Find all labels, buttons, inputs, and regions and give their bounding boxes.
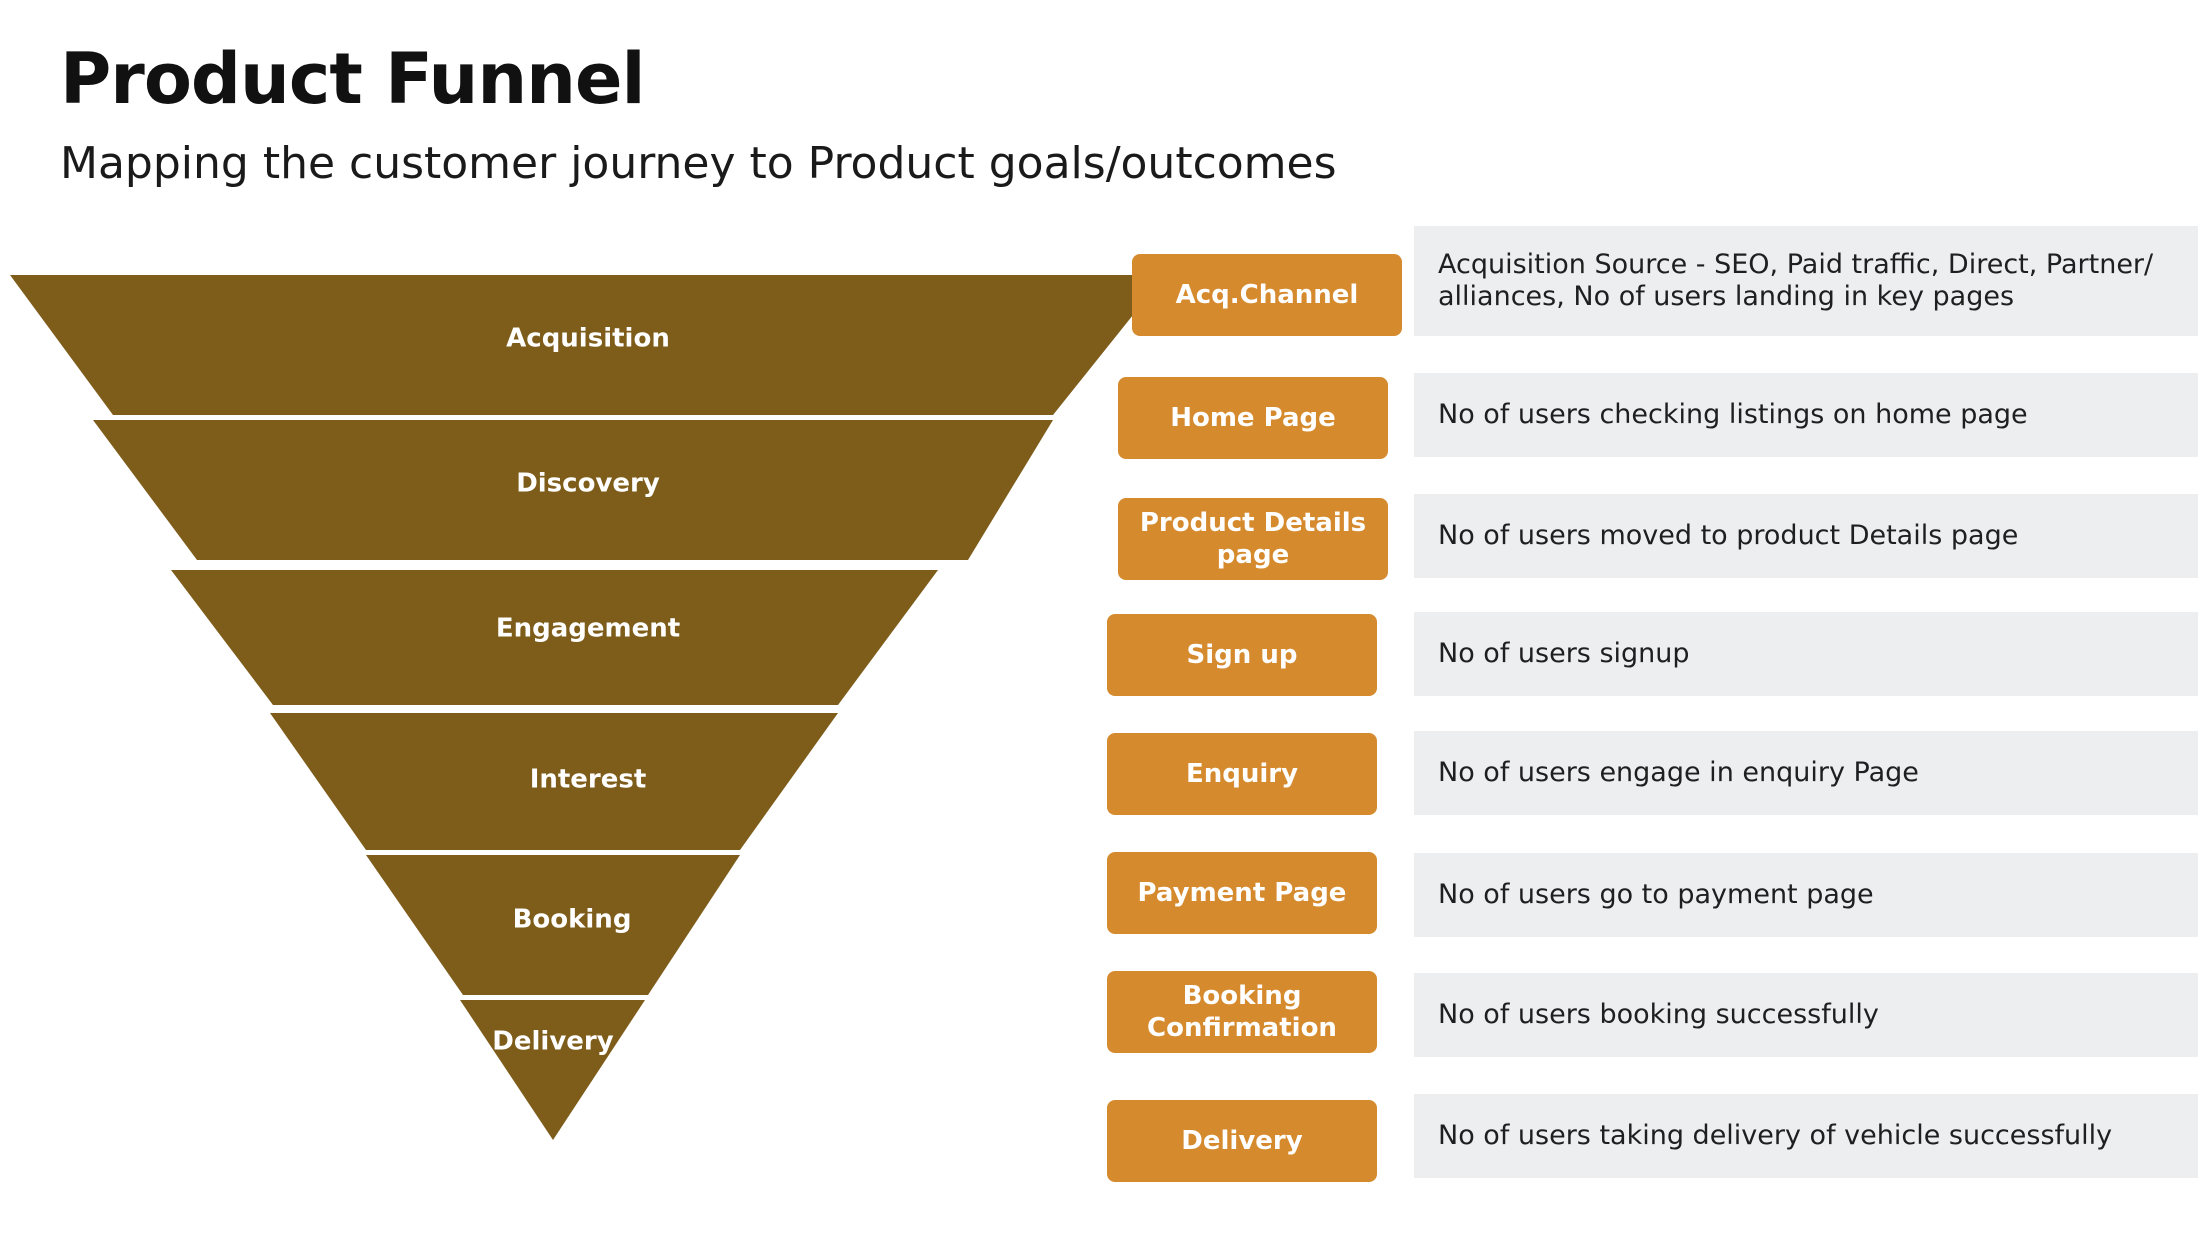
funnel-stage-interest-label: Interest	[530, 765, 647, 795]
metric-description-acq-channel: Acquisition Source - SEO, Paid traffic, …	[1414, 226, 2198, 336]
funnel-stage-delivery-label: Delivery	[492, 1027, 613, 1057]
funnel-stage-booking	[366, 855, 740, 995]
funnel-stage-discovery	[93, 420, 1053, 560]
funnel-stage-discovery-label: Discovery	[516, 469, 660, 499]
page-subtitle: Mapping the customer journey to Product …	[60, 138, 1337, 189]
funnel-stage-booking-label: Booking	[513, 905, 632, 935]
metric-description-payment-page: No of users go to payment page	[1414, 853, 2198, 937]
funnel-stage-delivery	[460, 1000, 645, 1140]
metric-tag-enquiry: Enquiry	[1107, 733, 1377, 815]
metric-description-delivery: No of users taking delivery of vehicle s…	[1414, 1094, 2198, 1178]
metric-description-enquiry: No of users engage in enquiry Page	[1414, 731, 2198, 815]
metric-tag-sign-up: Sign up	[1107, 614, 1377, 696]
metric-description-product-details: No of users moved to product Details pag…	[1414, 494, 2198, 578]
page-title: Product Funnel	[60, 38, 645, 120]
metric-tag-payment-page: Payment Page	[1107, 852, 1377, 934]
funnel-stage-engagement-label: Engagement	[496, 614, 680, 644]
funnel-stage-acquisition-label: Acquisition	[506, 324, 670, 354]
funnel-stage-acquisition	[10, 275, 1165, 415]
metric-description-sign-up: No of users signup	[1414, 612, 2198, 696]
metric-tag-acq-channel: Acq.Channel	[1132, 254, 1402, 336]
funnel-stage-engagement	[171, 570, 938, 705]
metric-tag-home-page: Home Page	[1118, 377, 1388, 459]
funnel-stage-interest	[270, 713, 838, 850]
metric-description-booking-confirmation: No of users booking successfully	[1414, 973, 2198, 1057]
metric-tag-product-details: Product Details page	[1118, 498, 1388, 580]
metric-tag-booking-confirmation: Booking Confirmation	[1107, 971, 1377, 1053]
metric-description-home-page: No of users checking listings on home pa…	[1414, 373, 2198, 457]
metric-tag-delivery: Delivery	[1107, 1100, 1377, 1182]
